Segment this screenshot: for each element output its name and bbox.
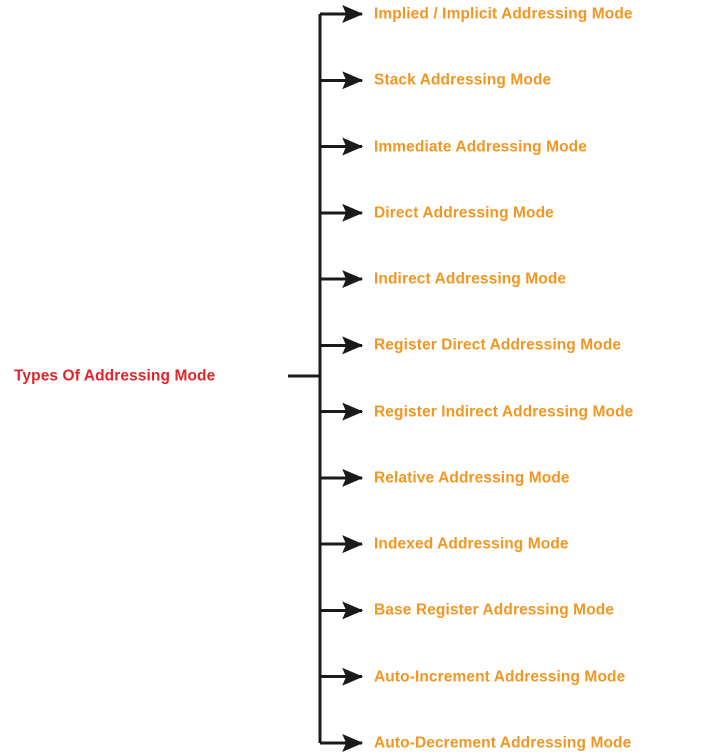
branch-label-4: Direct Addressing Mode <box>374 204 554 222</box>
branch-label-11: Auto-Increment Addressing Mode <box>374 667 626 685</box>
branch-label-6: Register Direct Addressing Mode <box>374 336 622 354</box>
branch-label-9: Indexed Addressing Mode <box>374 535 569 553</box>
branch-label-5: Indirect Addressing Mode <box>374 270 567 288</box>
branch-label-10: Base Register Addressing Mode <box>374 601 615 619</box>
branch-label-1: Implied / Implicit Addressing Mode <box>374 5 633 23</box>
branch-label-2: Stack Addressing Mode <box>374 71 552 89</box>
branch-label-12: Auto-Decrement Addressing Mode <box>374 734 632 752</box>
branch-label-7: Register Indirect Addressing Mode <box>374 402 634 420</box>
connector-group <box>288 5 364 752</box>
branch-label-8: Relative Addressing Mode <box>374 469 570 487</box>
root-node-label: Types Of Addressing Mode <box>14 367 216 385</box>
branch-label-3: Immediate Addressing Mode <box>374 137 587 155</box>
